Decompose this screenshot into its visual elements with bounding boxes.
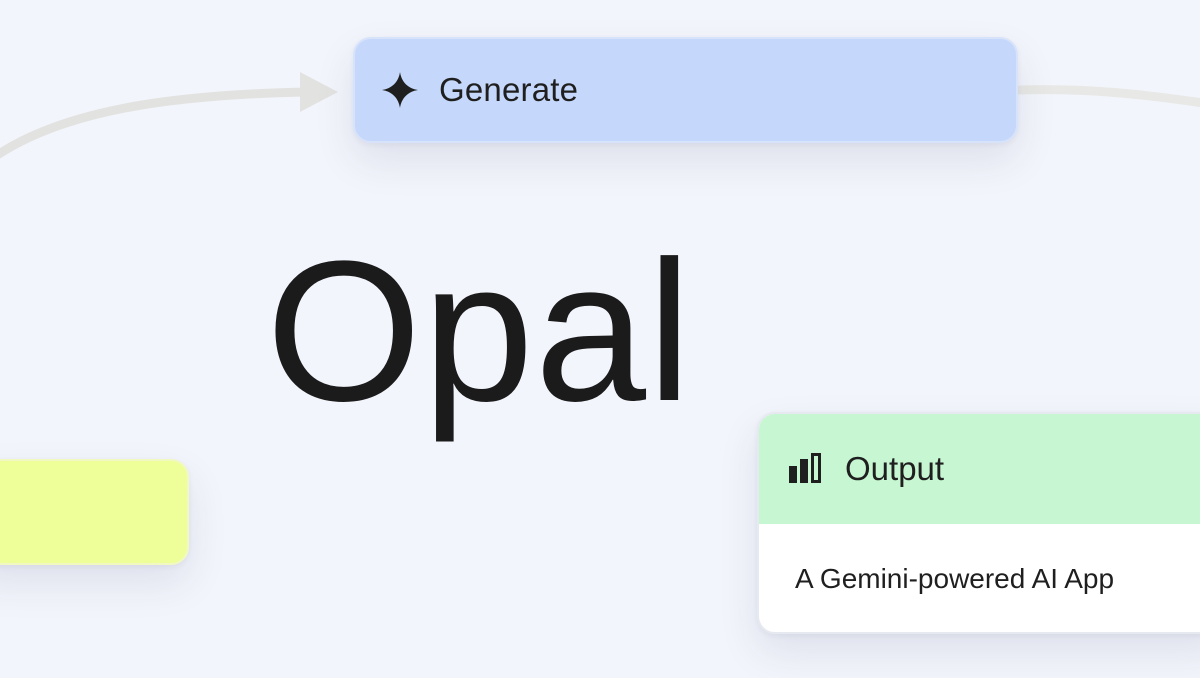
output-node-body: A Gemini-powered AI App xyxy=(759,524,1200,632)
output-node-description: A Gemini-powered AI App xyxy=(795,563,1115,594)
input-node[interactable] xyxy=(0,459,189,565)
connector-input-to-generate xyxy=(0,87,310,159)
connector-arrowhead-icon xyxy=(300,72,338,112)
output-node-label: Output xyxy=(845,450,945,487)
bar-chart-icon xyxy=(787,451,823,487)
opal-wordmark: Opal xyxy=(266,220,693,443)
sparkle-icon xyxy=(381,71,419,109)
generate-node-label: Generate xyxy=(439,71,579,108)
generate-node[interactable]: Generate xyxy=(353,37,1018,143)
connector-generate-to-output xyxy=(1015,85,1200,108)
output-node[interactable]: Output A Gemini-powered AI App xyxy=(757,412,1200,634)
output-node-header: Output xyxy=(759,414,1200,524)
